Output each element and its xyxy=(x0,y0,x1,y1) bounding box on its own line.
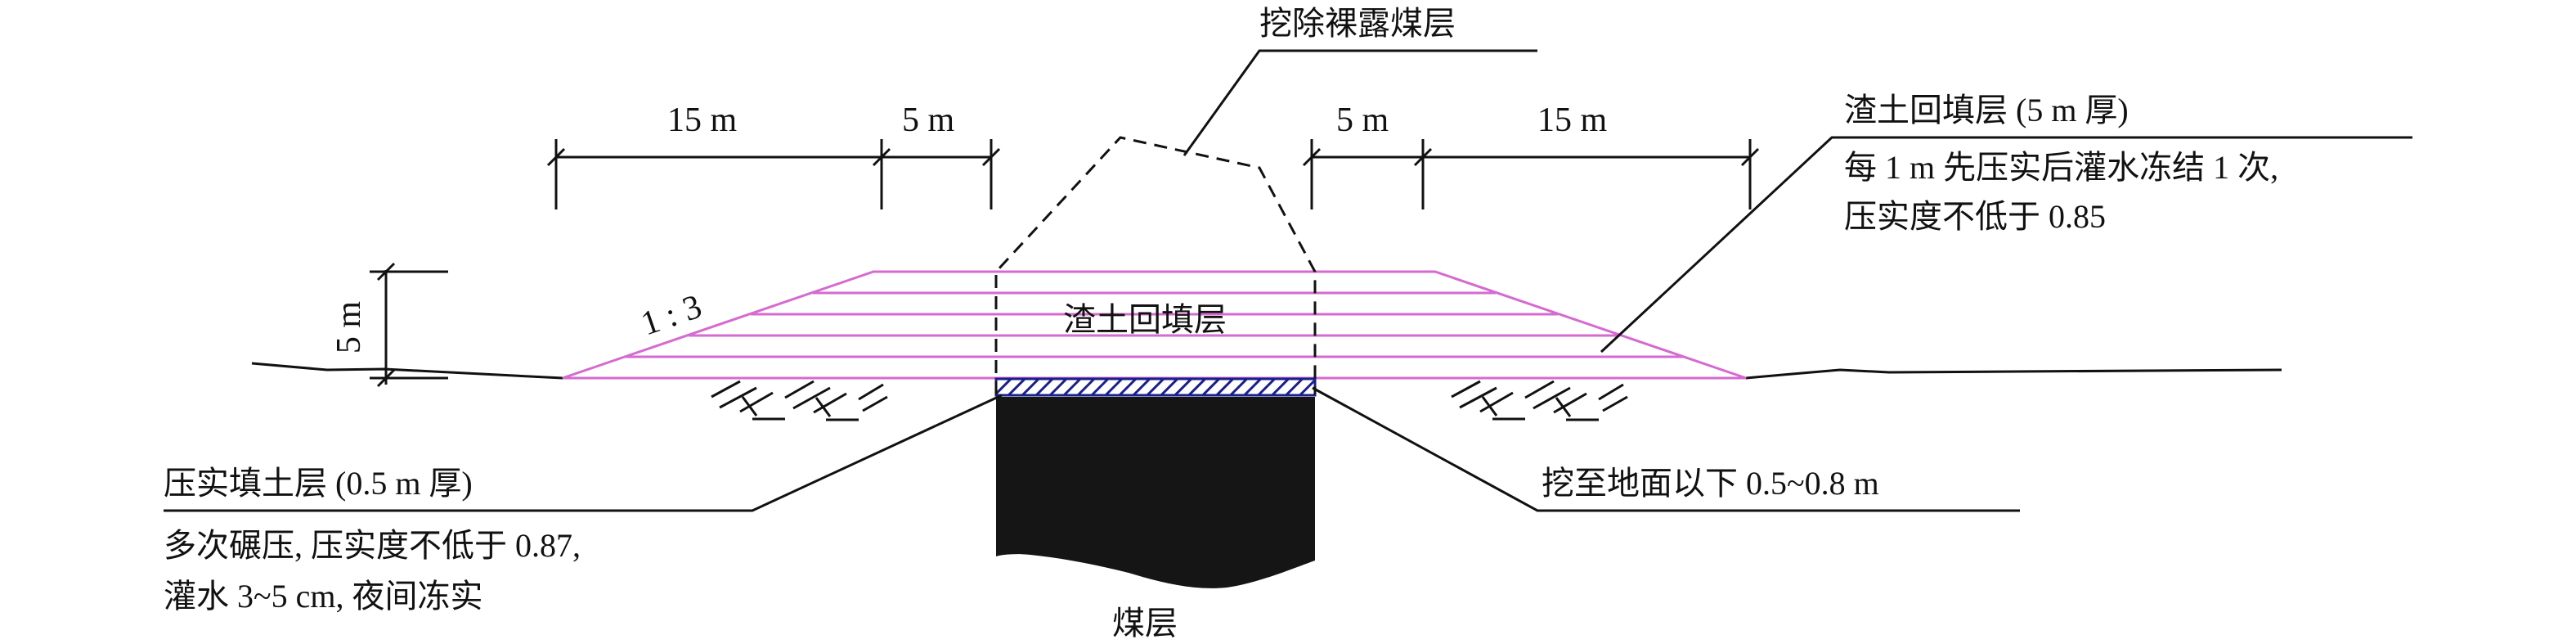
soil-symbol-left xyxy=(711,380,888,421)
dim-right-5m: 5 m xyxy=(1336,101,1389,139)
soil-symbol-right xyxy=(1451,380,1628,421)
ground-line xyxy=(251,362,2282,380)
fill-layers xyxy=(562,270,1747,380)
compacted-fill-hatch xyxy=(994,377,1317,397)
coal-seam-label: 煤层 xyxy=(1112,605,1178,642)
right-annotation-line1: 每 1 m 先压实后灌水冻结 1 次, xyxy=(1844,149,2278,186)
dim-right-15m: 15 m xyxy=(1537,101,1608,139)
excavation-depth-label: 挖至地面以下 0.5~0.8 m xyxy=(1542,465,1879,502)
dimension-right xyxy=(1302,139,1760,209)
right-annotation-leader xyxy=(1600,136,2412,354)
left-annotation-heading: 压实填土层 (0.5 m 厚) xyxy=(164,465,473,502)
title: 挖除裸露煤层 xyxy=(1259,5,1456,42)
left-annotation-line1: 多次碾压, 压实度不低于 0.87, xyxy=(164,527,581,564)
coal-seam xyxy=(996,397,1315,588)
dimension-vertical xyxy=(370,262,448,388)
right-annotation-line2: 压实度不低于 0.85 xyxy=(1844,198,2106,235)
dim-left-5m: 5 m xyxy=(902,101,955,139)
excavation-outline xyxy=(994,136,1317,394)
title-leader xyxy=(1183,49,1537,156)
center-fill-label: 渣土回填层 xyxy=(1063,301,1227,338)
left-annotation-line2: 灌水 3~5 cm, 夜间冻实 xyxy=(164,578,483,615)
right-annotation-heading: 渣土回填层 (5 m 厚) xyxy=(1844,92,2129,128)
excavation-leader xyxy=(1312,386,2020,512)
dimension-left xyxy=(546,139,1001,209)
dim-height-5m: 5 m xyxy=(330,301,368,354)
left-annotation-leader xyxy=(164,394,1003,512)
dim-left-15m: 15 m xyxy=(667,101,738,139)
